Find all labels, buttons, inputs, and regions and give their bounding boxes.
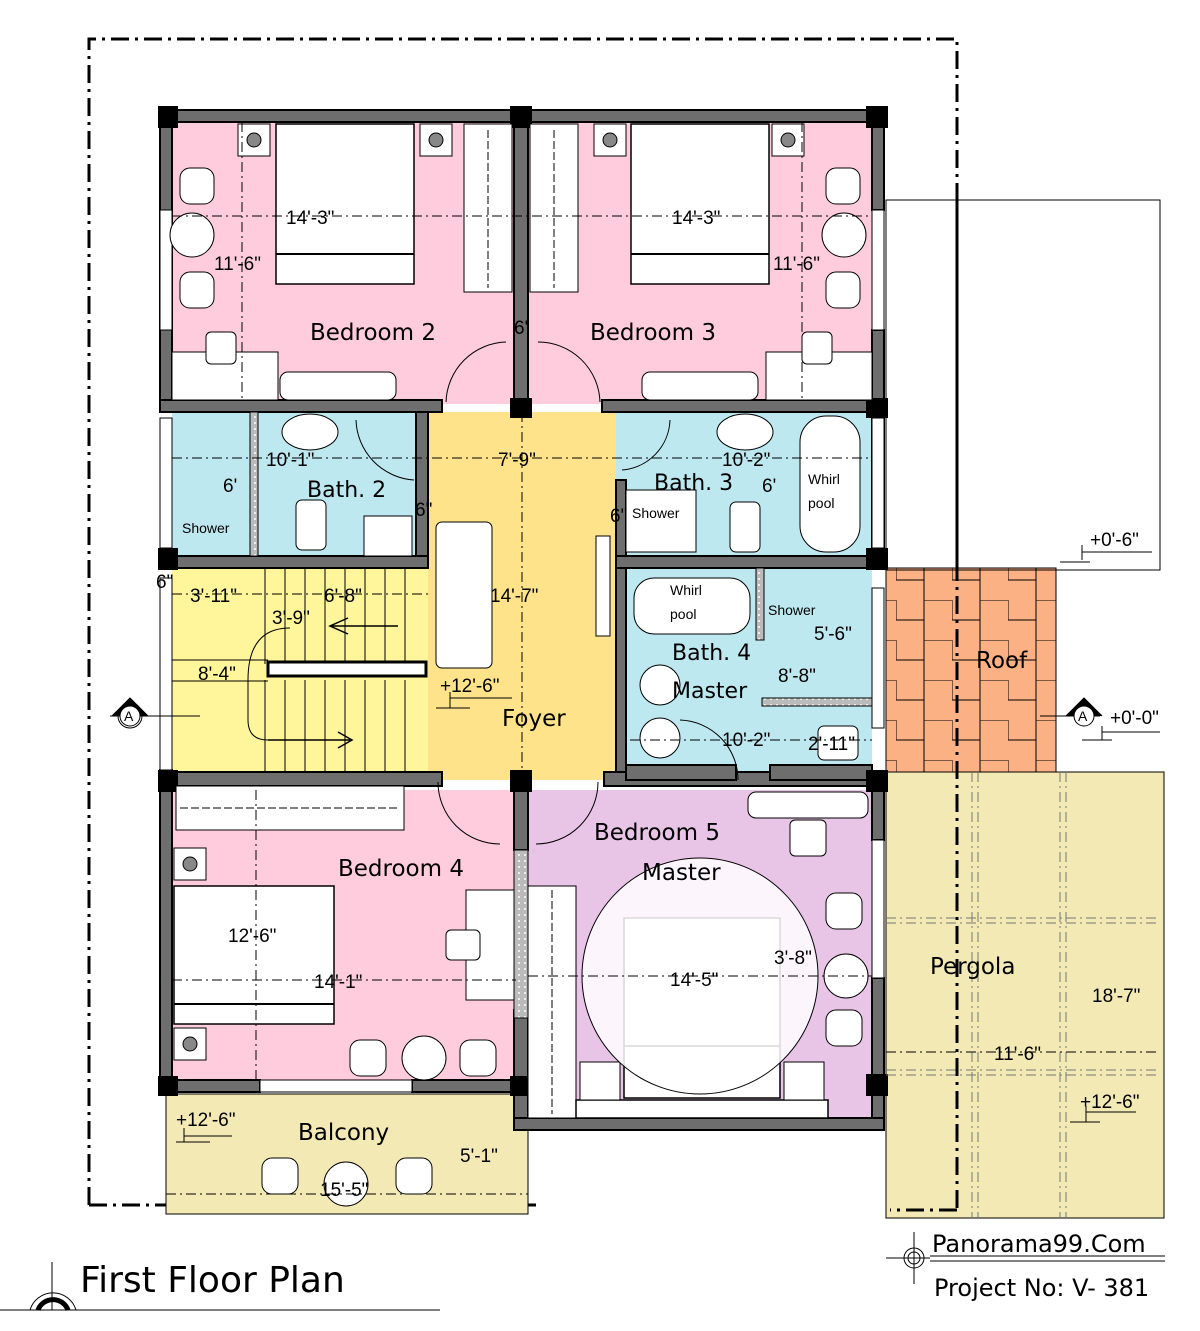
svg-text:14'-3": 14'-3" — [672, 208, 720, 229]
label-bedroom-3: Bedroom 3 — [590, 320, 716, 346]
svg-text:15'-5": 15'-5" — [320, 1180, 368, 1201]
section-marker-right — [1040, 697, 1103, 727]
svg-text:6': 6' — [514, 318, 528, 339]
svg-text:14'-7": 14'-7" — [490, 586, 538, 607]
svg-text:11'-6": 11'-6" — [773, 254, 820, 275]
title-block — [0, 1232, 1165, 1312]
svg-text:6": 6" — [610, 506, 627, 527]
svg-text:+0'-0": +0'-0" — [1110, 708, 1159, 729]
svg-text:Shower: Shower — [768, 602, 816, 618]
stair-treads — [172, 568, 406, 775]
svg-text:3'-9": 3'-9" — [272, 608, 310, 629]
stair-landing-wall — [266, 660, 428, 678]
label-bath-4: Bath. 4 — [672, 641, 751, 666]
svg-text:14'-3": 14'-3" — [286, 208, 334, 229]
project-number: Project No: V- 381 — [934, 1274, 1149, 1302]
svg-text:6': 6' — [762, 476, 776, 497]
svg-text:pool: pool — [670, 606, 696, 622]
svg-text:6": 6" — [156, 572, 173, 593]
svg-text:6": 6" — [415, 500, 432, 521]
svg-text:14'-1": 14'-1" — [314, 972, 362, 993]
label-bath-4-master: Master — [672, 679, 748, 704]
roof-area — [885, 567, 1057, 773]
bath-fixtures — [281, 413, 861, 761]
dimension-lines — [166, 122, 1160, 1195]
svg-text:14'-5": 14'-5" — [670, 970, 718, 991]
pergola-floor — [885, 771, 1165, 1219]
svg-text:3'-8": 3'-8" — [774, 948, 812, 969]
svg-text:7'-9": 7'-9" — [498, 450, 536, 471]
label-bath-3: Bath. 3 — [654, 471, 733, 496]
svg-text:2'-11": 2'-11" — [808, 734, 855, 755]
pergola-grid — [886, 772, 1160, 1218]
wardrobes — [175, 123, 579, 1119]
svg-text:3'-11": 3'-11" — [190, 586, 237, 607]
label-balcony: Balcony — [298, 1120, 389, 1146]
label-bedroom-5-master: Master — [642, 860, 721, 886]
svg-text:18'-7": 18'-7" — [1092, 986, 1140, 1007]
windows — [159, 209, 885, 1093]
svg-text:Shower: Shower — [182, 520, 230, 536]
svg-text:10'-1": 10'-1" — [266, 450, 314, 471]
svg-text:6'-8": 6'-8" — [324, 586, 362, 607]
svg-text:10'-2": 10'-2" — [722, 450, 770, 471]
svg-text:+12'-6": +12'-6" — [176, 1110, 236, 1131]
label-bedroom-2: Bedroom 2 — [310, 320, 436, 346]
svg-text:+12'-6": +12'-6" — [1080, 1092, 1140, 1113]
label-roof: Roof — [976, 648, 1028, 674]
label-pergola: Pergola — [930, 954, 1015, 980]
svg-text:A: A — [1078, 708, 1088, 724]
svg-text:11'-6": 11'-6" — [994, 1044, 1041, 1065]
svg-text:A: A — [124, 708, 134, 724]
svg-text:5'-1": 5'-1" — [460, 1146, 498, 1167]
label-bedroom-5: Bedroom 5 — [594, 820, 720, 846]
svg-text:5'-6": 5'-6" — [814, 624, 852, 645]
svg-text:Whirl: Whirl — [670, 582, 702, 598]
svg-text:8'-4": 8'-4" — [198, 664, 236, 685]
svg-text:+12'-6": +12'-6" — [440, 676, 500, 697]
label-bath-2: Bath. 2 — [307, 478, 386, 503]
svg-text:6': 6' — [223, 476, 237, 497]
label-bedroom-4: Bedroom 4 — [338, 856, 464, 882]
section-marker-left — [110, 697, 200, 729]
svg-text:pool: pool — [808, 495, 834, 511]
svg-text:12'-6": 12'-6" — [228, 926, 276, 947]
svg-text:8'-8": 8'-8" — [778, 666, 816, 687]
svg-text:10'-2": 10'-2" — [722, 730, 770, 751]
branding-site: Panorama99.Com — [932, 1230, 1146, 1258]
svg-text:11'-6": 11'-6" — [214, 254, 261, 275]
drawing-title: First Floor Plan — [80, 1260, 345, 1301]
columns — [158, 106, 888, 1096]
svg-text:+0'-6": +0'-6" — [1090, 530, 1139, 551]
label-foyer: Foyer — [502, 706, 566, 732]
door-swings — [355, 341, 739, 845]
svg-text:Whirl: Whirl — [808, 471, 840, 487]
furniture — [169, 167, 873, 1207]
svg-text:Shower: Shower — [632, 505, 680, 521]
